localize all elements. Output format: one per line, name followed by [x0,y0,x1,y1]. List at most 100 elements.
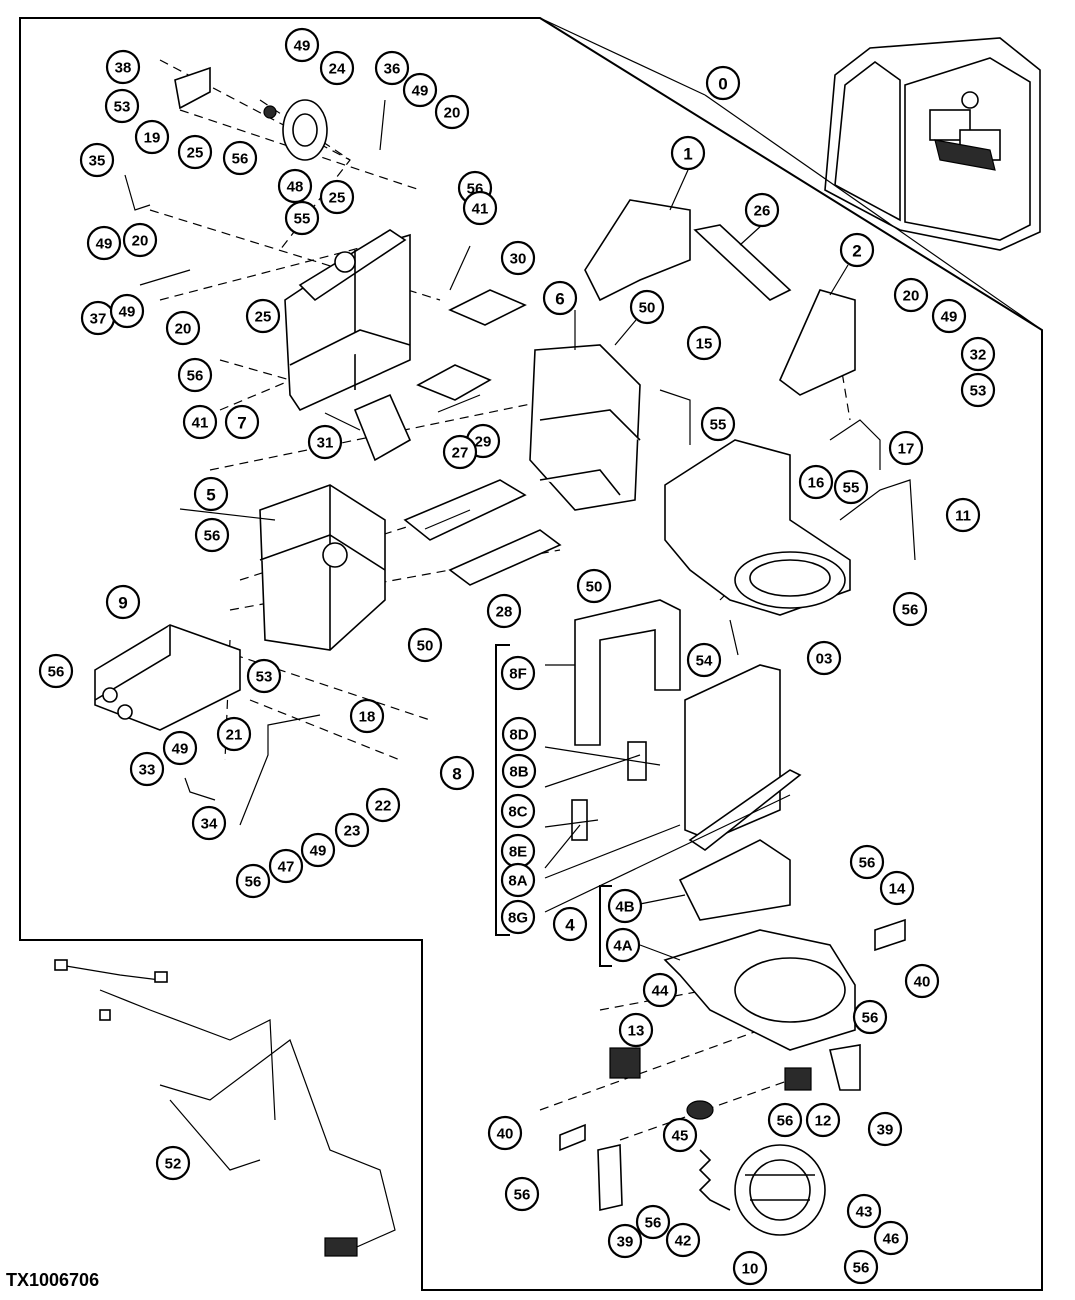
callout-label: 27 [452,445,469,462]
callout-39: 39 [867,1111,903,1147]
callout-label: 56 [777,1113,794,1130]
part-blower-case-03 [664,439,851,616]
callout-56: 56 [194,517,230,553]
callout-label: 55 [843,480,860,497]
callout-label: 48 [287,179,304,196]
callout-circle [434,94,470,130]
callout-circle [744,192,780,228]
callout-circle [246,658,282,694]
callout-label: 38 [115,60,132,77]
callout-circle [635,1204,671,1240]
bracket-8 [495,644,510,936]
callout-circle [162,730,198,766]
callout-52: 52 [155,1145,191,1181]
callout-25: 25 [319,179,355,215]
callout-circle [193,476,229,512]
callout-label: 20 [132,233,149,250]
callout-circle [194,517,230,553]
callout-label: 8 [452,765,461,784]
callout-label: 56 [204,528,221,545]
rod-36 [379,99,386,151]
callout-label: 23 [344,823,361,840]
part-blower-motor-10 [734,1144,826,1236]
callout-40: 40 [487,1115,523,1151]
callout-42: 42 [665,1222,701,1258]
callout-28: 28 [486,593,522,629]
callout-label: 52 [165,1156,182,1173]
callout-circle [686,325,722,361]
callout-25: 25 [177,134,213,170]
rod-35 [124,174,151,211]
callout-circle [307,424,343,460]
callout-49: 49 [931,298,967,334]
callout-47: 47 [268,848,304,884]
callout-circle [629,289,665,325]
callout-circle [607,1223,643,1259]
callout-label: 32 [970,347,987,364]
callout-label: 42 [675,1233,692,1250]
callout-41: 41 [182,404,218,440]
callout-label: 53 [114,99,131,116]
callout-circle [177,357,213,393]
part-flap-30 [448,289,527,326]
callout-label: 56 [645,1215,662,1232]
callout-13: 13 [618,1012,654,1048]
callout-circle [105,49,141,85]
callout-circle [642,972,678,1008]
callout-circle [904,963,940,999]
callout-circle [155,1145,191,1181]
callout-56: 56 [504,1176,540,1212]
part-flap-29 [416,364,492,401]
callout-label: 8D [509,727,528,744]
callout-24: 24 [319,50,355,86]
callout-circle [732,1250,768,1286]
callout-circle [849,844,885,880]
callout-circle [402,72,438,108]
callout-21: 21 [216,716,252,752]
callout-circle [805,1102,841,1138]
callout-56: 56 [852,999,888,1035]
callout-label: 14 [889,881,906,898]
callout-46: 46 [873,1220,909,1256]
callout-label: 56 [859,855,876,872]
callout-label: 56 [853,1260,870,1277]
callout-circle [662,1117,698,1153]
callout-label: 21 [226,727,243,744]
callout-label: 56 [902,602,919,619]
callout-50: 50 [576,568,612,604]
callout-27: 27 [442,434,478,470]
callout-8g: 8G [500,899,536,935]
callout-circle [122,222,158,258]
callout-36: 36 [374,50,410,86]
part-bracket-39-left [597,1144,623,1211]
part-housing-7 [284,229,411,412]
callout-label: 03 [816,651,833,668]
callout-9: 9 [105,584,141,620]
callout-circle [191,805,227,841]
callout-8b: 8B [501,753,537,789]
callout-label: 0 [718,75,727,94]
callout-circle [79,142,115,178]
callout-label: 39 [617,1234,634,1251]
callout-label: 56 [862,1010,879,1027]
callout-circle [839,232,875,268]
callout-8d: 8D [501,716,537,752]
callout-label: 36 [384,61,401,78]
callout-circle [300,832,336,868]
callout-circle [319,179,355,215]
callout-55: 55 [833,469,869,505]
callout-03: 03 [806,640,842,676]
callout-12: 12 [805,1102,841,1138]
callout-circle [349,698,385,734]
callout-49: 49 [402,72,438,108]
callout-circle [407,627,443,663]
callout-53: 53 [104,88,140,124]
callout-label: 55 [710,417,727,434]
part-duct-2 [779,289,856,396]
callout-label: 56 [514,1187,531,1204]
callout-circle [960,372,996,408]
callout-49: 49 [109,293,145,329]
callout-circle [134,119,170,155]
callout-23: 23 [334,812,370,848]
